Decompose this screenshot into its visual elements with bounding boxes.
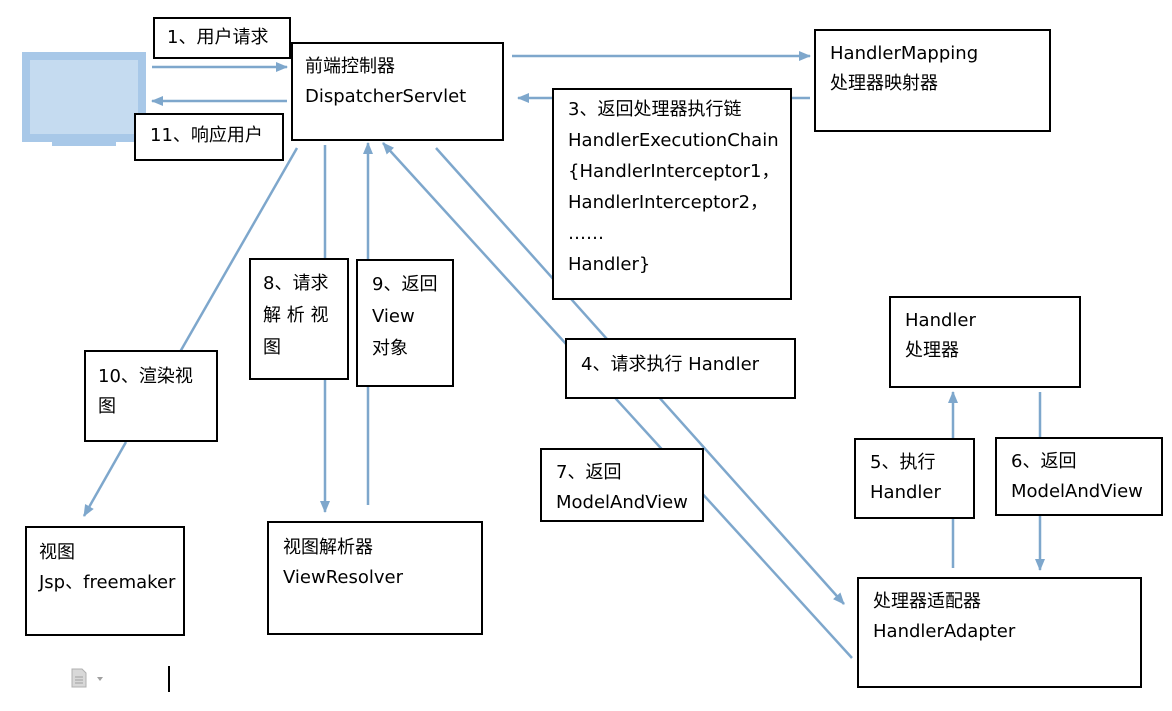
request-execute-handler-box: 4、请求执行 Handler — [565, 338, 796, 399]
user-request-label: 1、用户请求 — [153, 17, 291, 59]
render-view-box: 10、渲染视 图 — [84, 350, 218, 442]
arrow-render-view — [82, 441, 128, 517]
arrow-render-view-top — [178, 147, 299, 353]
arrow-return-modelandview-7 — [382, 142, 853, 659]
view-resolver-box: 视图解析器 ViewResolver — [267, 521, 483, 635]
request-resolve-view-box: 8、请求 解 析 视 图 — [249, 258, 349, 380]
respond-user-label: 11、响应用户 — [134, 113, 284, 161]
document-icon[interactable] — [70, 668, 110, 692]
monitor-icon — [22, 52, 146, 152]
return-modelandview-6-box: 6、返回 ModelAndView — [995, 437, 1163, 516]
dispatcher-servlet-box: 前端控制器 DispatcherServlet — [291, 42, 504, 141]
text-cursor — [168, 666, 170, 692]
execute-handler-box: 5、执行 Handler — [854, 438, 975, 519]
handler-box: Handler 处理器 — [889, 296, 1081, 388]
execution-chain-box: 3、返回处理器执行链 HandlerExecutionChain {Handle… — [552, 88, 792, 300]
view-box: 视图 Jsp、freemaker — [25, 526, 185, 636]
handler-adapter-box: 处理器适配器 HandlerAdapter — [857, 577, 1142, 688]
handler-mapping-box: HandlerMapping 处理器映射器 — [814, 29, 1051, 132]
return-modelandview-7-box: 7、返回 ModelAndView — [540, 448, 704, 522]
return-view-object-box: 9、返回 View 对象 — [356, 259, 454, 387]
